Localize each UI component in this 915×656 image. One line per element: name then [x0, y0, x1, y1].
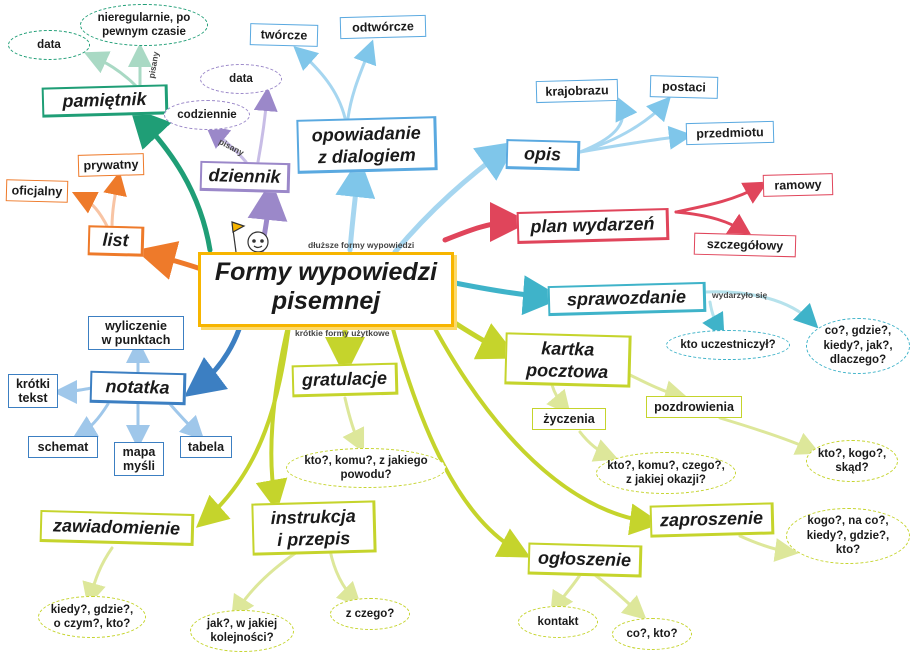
- leaf-kartka-zyczenia-pytania: kto?, komu?, czego?, z jakiej okazji?: [596, 452, 736, 494]
- leaf-dziennik-codziennie: codziennie: [164, 100, 250, 130]
- node-zaproszenie: zaproszenie: [649, 502, 775, 538]
- leaf-pamietnik-nieregularnie: nieregularnie, po pewnym czasie: [80, 4, 208, 46]
- leaf-przedmiotu: przedmiotu: [685, 120, 775, 146]
- leaf-z-czego: z czego?: [330, 598, 410, 630]
- leaf-kartka-pozdrowienia-pytania: kto?, kogo?, skąd?: [806, 440, 898, 482]
- mascot-icon: [231, 221, 269, 253]
- leaf-zaproszenie-pytania: kogo?, na co?, kiedy?, gdzie?, kto?: [786, 508, 910, 564]
- leaf-pamietnik-data: data: [8, 30, 90, 60]
- node-plan-wydarzen: plan wydarzeń: [516, 208, 670, 244]
- leaf-schemat: schemat: [28, 436, 98, 458]
- label-short-forms: krótkie formy użytkowe: [295, 328, 390, 338]
- leaf-co-kto: co?, kto?: [612, 618, 692, 650]
- leaf-pozdrowienia: pozdrowienia: [646, 396, 742, 418]
- leaf-zyczenia: życzenia: [532, 408, 606, 430]
- leaf-tabela: tabela: [180, 436, 232, 458]
- leaf-postaci: postaci: [649, 75, 719, 99]
- node-sprawozdanie: sprawozdanie: [547, 281, 707, 317]
- node-zawiadomienie: zawiadomienie: [39, 509, 195, 547]
- node-opowiadanie: opowiadanie z dialogiem: [296, 116, 438, 174]
- node-list: list: [87, 225, 145, 257]
- node-dziennik: dziennik: [199, 160, 291, 194]
- leaf-kto-uczestniczyl: kto uczestniczył?: [666, 330, 790, 360]
- leaf-szczegolowy: szczegółowy: [693, 232, 797, 258]
- leaf-oficjalny: oficjalny: [5, 179, 69, 203]
- leaf-odtworcze: odtwórcze: [339, 14, 427, 40]
- node-instrukcja: instrukcja i przepis: [251, 500, 377, 556]
- leaf-jak-w-jakiej-kolejnosci: jak?, w jakiej kolejności?: [190, 610, 294, 652]
- leaf-gratulacje-pytania: kto?, komu?, z jakiego powodu?: [286, 448, 446, 488]
- node-gratulacje: gratulacje: [291, 362, 399, 398]
- label-wydarzylo: wydarzyło się: [712, 290, 768, 300]
- leaf-zawiadomienie-pytania: kiedy?, gdzie?, o czym?, kto?: [38, 596, 146, 638]
- leaf-prywatny: prywatny: [77, 153, 145, 177]
- node-opis: opis: [505, 139, 581, 171]
- leaf-wyliczenie: wyliczenie w punktach: [88, 316, 184, 350]
- node-pamietnik: pamiętnik: [41, 84, 169, 118]
- leaf-ramowy: ramowy: [762, 173, 834, 197]
- label-longer-forms: dłuższe formy wypowiedzi: [308, 240, 415, 250]
- node-ogloszenie: ogłoszenie: [527, 542, 643, 578]
- leaf-dziennik-data: data: [200, 64, 282, 94]
- leaf-kontakt: kontakt: [518, 606, 598, 638]
- leaf-krajobrazu: krajobrazu: [535, 78, 619, 104]
- node-notatka: notatka: [89, 370, 187, 406]
- node-kartka-pocztowa: kartka pocztowa: [504, 332, 632, 388]
- leaf-sprawozdanie-pytania: co?, gdzie?, kiedy?, jak?, dlaczego?: [806, 318, 910, 374]
- leaf-tworcze: twórcze: [249, 23, 319, 47]
- leaf-mapa-mysli: mapa myśli: [114, 442, 164, 476]
- leaf-krotki-tekst: krótki tekst: [8, 374, 58, 408]
